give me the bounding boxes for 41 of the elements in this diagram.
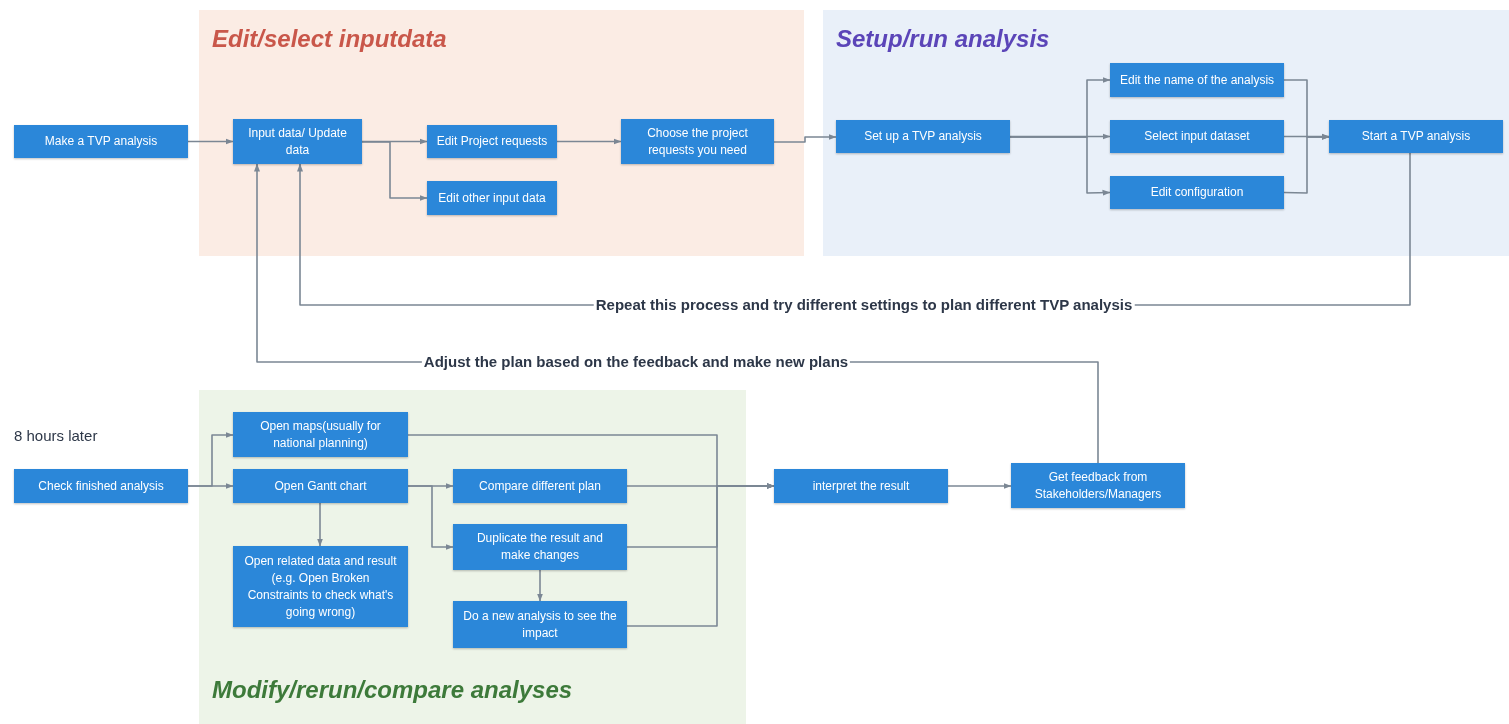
process-box: Open maps(usually for national planning)	[233, 412, 408, 457]
process-box: Make a TVP analysis	[14, 125, 188, 158]
process-box: Choose the project requests you need	[621, 119, 774, 164]
process-box: Edit other input data	[427, 181, 557, 215]
group-panel	[823, 10, 1509, 256]
arrow	[361, 141, 428, 201]
group-panel	[199, 390, 746, 724]
arrow	[187, 483, 234, 489]
arrow	[626, 483, 775, 627]
arrow	[947, 483, 1012, 489]
group-title: Edit/select inputdata	[212, 27, 447, 51]
edge-label: Adjust the plan based on the feedback and make new plans	[421, 353, 851, 371]
process-box: Get feedback from Stakeholders/Managers	[1011, 463, 1185, 508]
process-box: Select input dataset	[1110, 120, 1284, 153]
process-box: Open Gantt chart	[233, 469, 408, 503]
group-title: Modify/rerun/compare analyses	[212, 678, 573, 702]
group-title: Setup/run analysis	[836, 27, 1050, 51]
arrow	[407, 485, 454, 550]
process-box: Compare different plan	[453, 469, 627, 503]
arrow	[1009, 136, 1111, 196]
note-text: 8 hours later	[14, 428, 98, 443]
process-box: Check finished analysis	[14, 469, 188, 503]
arrow	[1283, 133, 1330, 140]
arrow	[537, 569, 543, 602]
process-box: Edit configuration	[1110, 176, 1284, 209]
process-box: Edit the name of the analysis	[1110, 63, 1284, 97]
process-box: Open related data and result (e.g. Open Broken Constraints to check what's going wrong)	[233, 546, 408, 627]
process-box: Set up a TVP analysis	[836, 120, 1010, 153]
arrow	[317, 502, 323, 547]
process-box: Duplicate the result and make changes	[453, 524, 627, 570]
process-box: Start a TVP analysis	[1329, 120, 1503, 153]
arrow	[556, 138, 622, 145]
arrow	[187, 138, 234, 145]
arrow	[773, 134, 837, 143]
process-box: Edit Project requests	[427, 125, 557, 158]
process-box: Do a new analysis to see the impact	[453, 601, 627, 648]
group-panel	[199, 10, 804, 256]
process-box: Input data/ Update data	[233, 119, 362, 164]
edge-label: Repeat this process and try different settings to plan different TVP analysis	[593, 296, 1135, 314]
process-box: interpret the result	[774, 469, 948, 503]
arrow	[1283, 134, 1330, 194]
